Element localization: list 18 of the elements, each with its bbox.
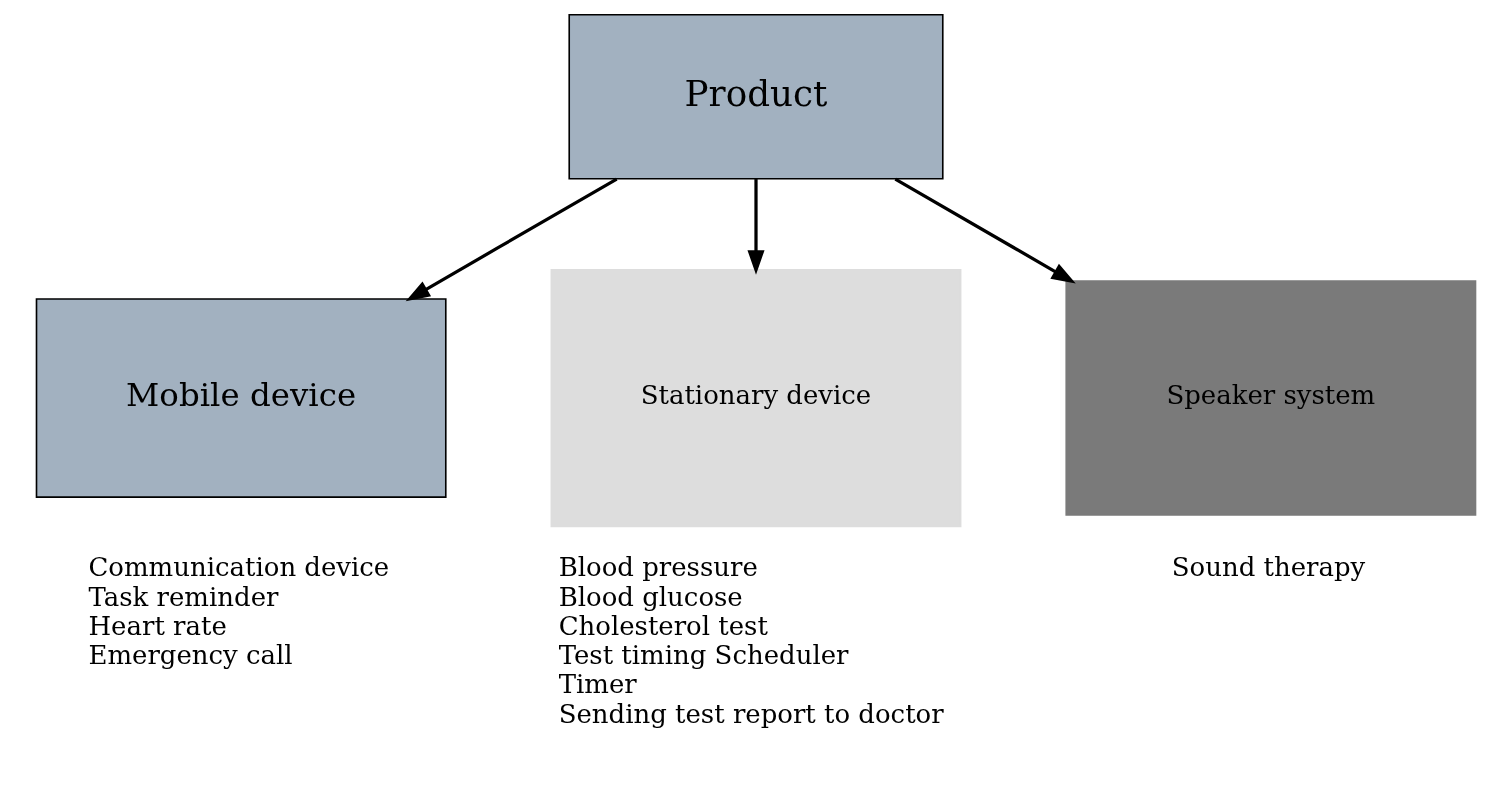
node-box: Speaker system <box>1065 280 1477 516</box>
node-label: Task reminder <box>88 581 279 612</box>
arrow <box>405 177 618 302</box>
arrow <box>894 177 1076 284</box>
node-box: Product <box>568 13 944 180</box>
node-label: Heart rate <box>88 610 227 641</box>
arrow <box>747 179 765 275</box>
node-label: Timer <box>558 669 637 700</box>
node-label: Emergency call <box>88 640 293 671</box>
node-box: Stationary device <box>550 268 962 528</box>
node-label: Communication device <box>88 552 390 583</box>
node-label: Blood pressure <box>558 552 758 583</box>
node-label: Test timing Scheduler <box>558 640 849 671</box>
node-box: Mobile device <box>35 298 447 498</box>
node-label: Cholesterol test <box>558 610 768 641</box>
node-label: Sending test report to doctor <box>558 698 944 729</box>
node-label: Blood glucose <box>558 581 743 612</box>
node-label: Sound therapy <box>1171 552 1366 583</box>
